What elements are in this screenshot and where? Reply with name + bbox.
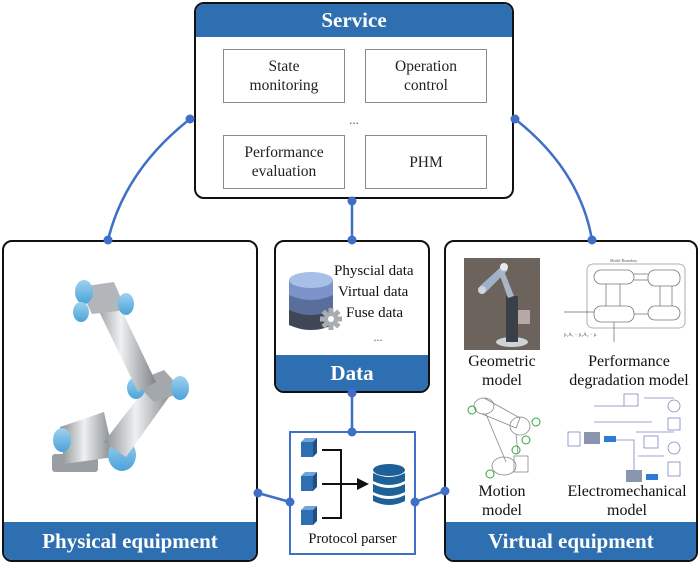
- physical-equipment-title: Physical equipment: [4, 522, 256, 560]
- data-ellipsis: ...: [373, 330, 383, 344]
- data-item-virtual: Virtual data: [338, 284, 409, 300]
- data-cube-icon: [301, 438, 317, 457]
- data-item-fuse: Fuse data: [346, 305, 404, 321]
- motion-model-image: [467, 397, 541, 479]
- service-title: Service: [196, 4, 512, 37]
- data-panel: Physcial data Virtual data Fuse data ...…: [274, 240, 430, 393]
- protocol-parser-diagram: [301, 438, 405, 525]
- service-item-phm: PHM: [365, 135, 487, 189]
- performance-degradation-model-image: Model Boundary p₁A₁ − p₂A₂ − μ: [564, 258, 686, 342]
- performance-degradation-model-label: Performance degradation model: [569, 353, 689, 389]
- service-ellipsis: ...: [349, 112, 359, 127]
- electromechanical-model-label: Electromechanical model: [567, 483, 687, 519]
- physical-equipment-panel: Physical equipment: [2, 240, 258, 562]
- connector-physical-protocol: [257, 491, 291, 504]
- motion-model-label: Motion model: [478, 483, 526, 519]
- protocol-parser-label: Protocol parser: [308, 531, 397, 547]
- robot-upper-arm: [92, 290, 156, 392]
- data-cube-icon: [301, 506, 317, 525]
- arrow-right-icon: [357, 478, 369, 490]
- electromechanical-model-image: [567, 393, 681, 482]
- robot-joint-base: [53, 428, 71, 452]
- protocol-parser-box: Protocol parser: [289, 431, 416, 555]
- geometric-model-label: Geometric model: [468, 353, 536, 389]
- service-item-operation-control: Operation control: [365, 49, 487, 103]
- geometric-model-image: [464, 258, 540, 350]
- svg-text:Model Boundary: Model Boundary: [610, 258, 637, 263]
- robot-arm-image: [52, 280, 189, 472]
- data-item-physical: Physcial data: [334, 263, 414, 279]
- data-cube-icon: [301, 472, 317, 491]
- connector-service-physical: [106, 118, 191, 241]
- service-item-state-monitoring: State monitoring: [223, 49, 345, 103]
- service-item-performance-evaluation: Performance evaluation: [223, 135, 345, 189]
- service-panel: Service State monitoring Operation contr…: [194, 2, 514, 199]
- database-icon: [373, 464, 405, 505]
- connector-protocol-virtual: [414, 489, 446, 504]
- virtual-equipment-title: Virtual equipment: [446, 522, 696, 560]
- virtual-equipment-panel: Geometric model Model Boundary p₁A₁ − p₂…: [444, 240, 698, 562]
- data-title: Data: [276, 355, 428, 391]
- database-gear-icon: [289, 272, 342, 330]
- svg-text:p₁A₁ − p₂A₂ − μ: p₁A₁ − p₂A₂ − μ: [564, 333, 597, 338]
- robot-joint-wrist: [75, 280, 93, 304]
- connector-service-virtual: [514, 118, 594, 241]
